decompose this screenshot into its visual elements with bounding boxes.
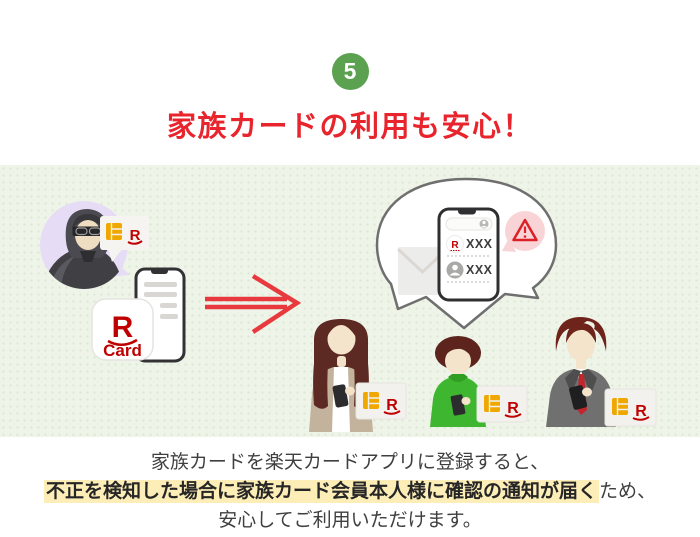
caption-line-2-rest: ため、	[599, 481, 657, 502]
notification-phone-icon: R XXX XXX	[437, 207, 500, 302]
row1-r-logo: R	[451, 240, 459, 251]
caption-highlight: 不正を検知した場合に家族カード会員本人様に確認の通知が届く	[43, 480, 599, 503]
notification-row1-label: XXX	[466, 237, 493, 251]
woman-figure	[309, 319, 373, 432]
app-icon-card-label: Card	[103, 341, 142, 360]
caption-line-1: 家族カードを楽天カードアプリに登録すると、	[150, 452, 550, 473]
credit-card-icon: R	[604, 388, 657, 427]
notification-row2-label: XXX	[466, 263, 493, 277]
page-title: 家族カードの利用も安心！	[166, 111, 533, 143]
stolen-card-icon: R	[100, 216, 149, 262]
man-figure	[546, 317, 616, 427]
double-arrow-icon	[205, 274, 302, 334]
step-number-badge: 5	[331, 53, 369, 90]
speech-bubble-icon: R XXX XXX	[375, 177, 558, 330]
caption-line-3: 安心してご利用いただけます。	[218, 510, 482, 531]
illustration-svg: R R Card	[40, 177, 657, 432]
warning-icon	[502, 211, 545, 252]
credit-card-icon: R	[476, 385, 528, 423]
rakuten-card-app-icon: R Card	[91, 298, 154, 361]
card-r-logo: R	[507, 400, 519, 417]
card-r-logo: R	[386, 397, 398, 414]
card-r-logo: R	[130, 227, 141, 244]
caption: 家族カードを楽天カードアプリに登録すると、 不正を検知した場合に家族カード会員本…	[0, 437, 700, 537]
card-r-logo: R	[635, 403, 647, 420]
illustration-panel: R R Card	[0, 165, 700, 437]
child-figure	[430, 336, 486, 427]
caption-line-2: 不正を検知した場合に家族カード会員本人様に確認の通知が届くため、	[0, 477, 700, 506]
credit-card-icon: R	[355, 382, 407, 420]
app-icon-r: R	[112, 311, 134, 344]
header: 5 家族カードの利用も安心！	[0, 0, 700, 165]
